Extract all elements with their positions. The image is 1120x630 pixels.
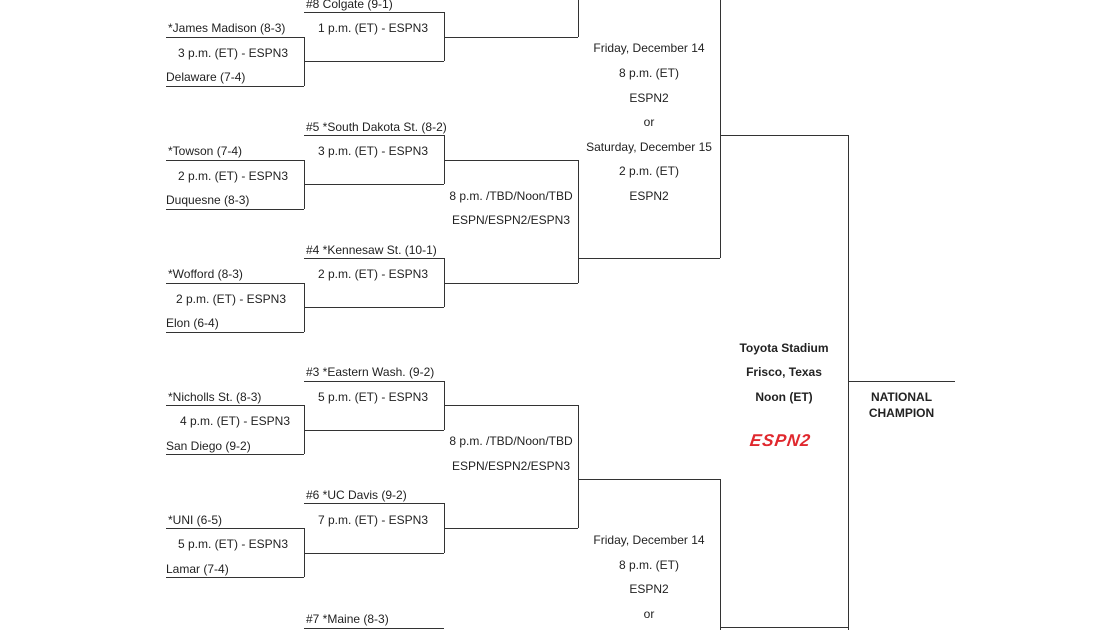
semifinal-info: or bbox=[643, 115, 655, 129]
seeded-team: #8 Colgate (9-1) bbox=[306, 0, 393, 11]
seeded-team: #7 *Maine (8-3) bbox=[306, 612, 389, 626]
game-time: 1 p.m. (ET) - ESPN3 bbox=[318, 21, 429, 35]
semifinal-info: ESPN2 bbox=[629, 582, 669, 596]
team-name: *Wofford (8-3) bbox=[168, 267, 243, 281]
team-name: Duquesne (8-3) bbox=[166, 193, 250, 207]
team-name: Elon (6-4) bbox=[166, 316, 219, 330]
semifinal-info: 8 p.m. (ET) bbox=[618, 66, 679, 80]
quarterfinal-time: 8 p.m. /TBD/Noon/TBD bbox=[449, 434, 573, 448]
game-time: 4 p.m. (ET) - ESPN3 bbox=[180, 414, 291, 428]
national-champion-label: CHAMPION bbox=[868, 406, 935, 420]
game-time: 2 p.m. (ET) - ESPN3 bbox=[176, 292, 287, 306]
game-time: 5 p.m. (ET) - ESPN3 bbox=[178, 537, 289, 551]
team-name: *James Madison (8-3) bbox=[168, 21, 286, 35]
espn2-logo: ESPN2 bbox=[748, 431, 813, 450]
championship-time: Noon (ET) bbox=[755, 390, 813, 404]
national-champion-label: NATIONAL bbox=[870, 390, 933, 404]
semifinal-info: or bbox=[643, 607, 655, 621]
semifinal-info: ESPN2 bbox=[629, 189, 669, 203]
game-time: 2 p.m. (ET) - ESPN3 bbox=[318, 267, 429, 281]
quarterfinal-network: ESPN/ESPN2/ESPN3 bbox=[451, 459, 571, 473]
championship-city: Frisco, Texas bbox=[746, 365, 822, 379]
semifinal-info: 2 p.m. (ET) bbox=[618, 164, 679, 178]
seeded-team: #6 *UC Davis (9-2) bbox=[306, 488, 407, 502]
team-name: Lamar (7-4) bbox=[166, 562, 229, 576]
game-time: 2 p.m. (ET) - ESPN3 bbox=[178, 169, 289, 183]
seeded-team: #3 *Eastern Wash. (9-2) bbox=[306, 365, 435, 379]
semifinal-info: 8 p.m. (ET) bbox=[618, 558, 679, 572]
game-time: 5 p.m. (ET) - ESPN3 bbox=[318, 390, 429, 404]
quarterfinal-network: ESPN/ESPN2/ESPN3 bbox=[451, 213, 571, 227]
game-time: 7 p.m. (ET) - ESPN3 bbox=[318, 513, 429, 527]
game-time: 3 p.m. (ET) - ESPN3 bbox=[178, 46, 289, 60]
semifinal-info: Friday, December 14 bbox=[593, 533, 705, 547]
game-time: 3 p.m. (ET) - ESPN3 bbox=[318, 144, 429, 158]
semifinal-info: Saturday, December 15 bbox=[586, 140, 712, 154]
team-name: San Diego (9-2) bbox=[166, 439, 251, 453]
team-name: *UNI (6-5) bbox=[168, 513, 223, 527]
semifinal-info: Friday, December 14 bbox=[593, 41, 705, 55]
team-name: Delaware (7-4) bbox=[166, 70, 246, 84]
seeded-team: #5 *South Dakota St. (8-2) bbox=[306, 120, 447, 134]
team-name: *Nicholls St. (8-3) bbox=[168, 390, 262, 404]
semifinal-info: ESPN2 bbox=[629, 91, 669, 105]
team-name: *Towson (7-4) bbox=[168, 144, 243, 158]
championship-venue: Toyota Stadium bbox=[739, 341, 829, 355]
quarterfinal-time: 8 p.m. /TBD/Noon/TBD bbox=[449, 189, 573, 203]
seeded-team: #4 *Kennesaw St. (10-1) bbox=[306, 243, 437, 257]
